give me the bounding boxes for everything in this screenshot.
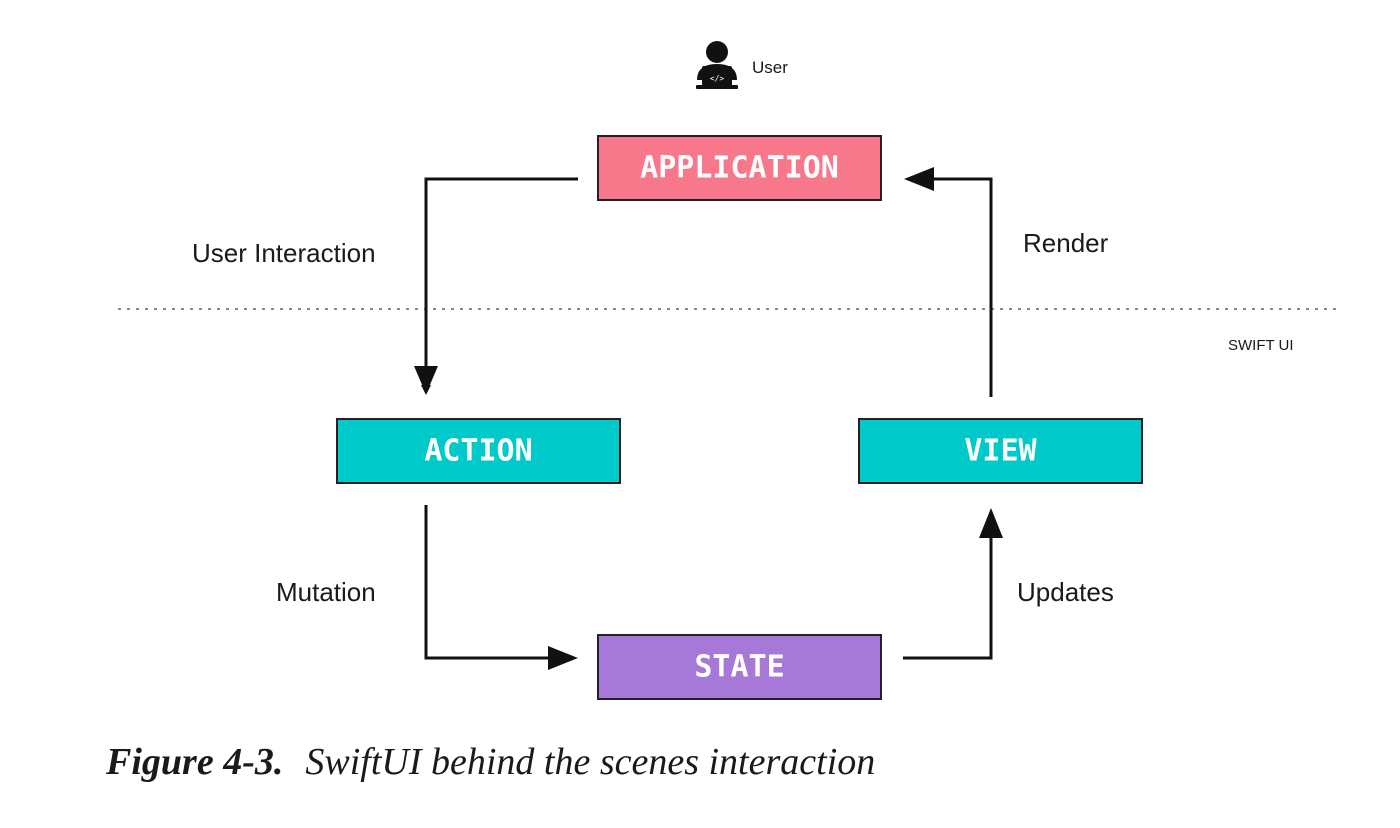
user-icon: </> xyxy=(696,41,738,89)
action-node: ACTION xyxy=(336,418,621,484)
render-arrow xyxy=(930,177,993,397)
render-arrowhead xyxy=(904,167,934,191)
application-node-label: APPLICATION xyxy=(640,151,839,186)
mutation-arrowhead xyxy=(548,646,578,670)
mutation-arrow xyxy=(424,505,552,660)
view-node: VIEW xyxy=(858,418,1143,484)
updates-arrow xyxy=(903,536,993,660)
view-node-label: VIEW xyxy=(964,434,1037,469)
figure-number: Figure 4-3. xyxy=(106,741,284,783)
render-label: Render xyxy=(1023,228,1109,258)
figure-caption: Figure 4-3. SwiftUI behind the scenes int… xyxy=(106,740,875,784)
svg-text:</>: </> xyxy=(710,74,725,83)
swift-ui-layer-label: SWIFT UI xyxy=(1228,337,1294,354)
updates-arrowhead xyxy=(979,508,1003,538)
mutation-label: Mutation xyxy=(276,577,376,607)
action-node-label: ACTION xyxy=(424,434,532,469)
user-interaction-arrow xyxy=(421,177,578,395)
application-node: APPLICATION xyxy=(597,135,882,201)
state-node-label: STATE xyxy=(694,650,784,685)
user-interaction-arrowhead xyxy=(414,366,438,394)
user-label: User xyxy=(752,58,788,77)
figure-caption-text: SwiftUI behind the scenes interaction xyxy=(305,741,876,783)
user-interaction-label: User Interaction xyxy=(192,238,376,268)
updates-label: Updates xyxy=(1017,577,1114,607)
state-node: STATE xyxy=(597,634,882,700)
